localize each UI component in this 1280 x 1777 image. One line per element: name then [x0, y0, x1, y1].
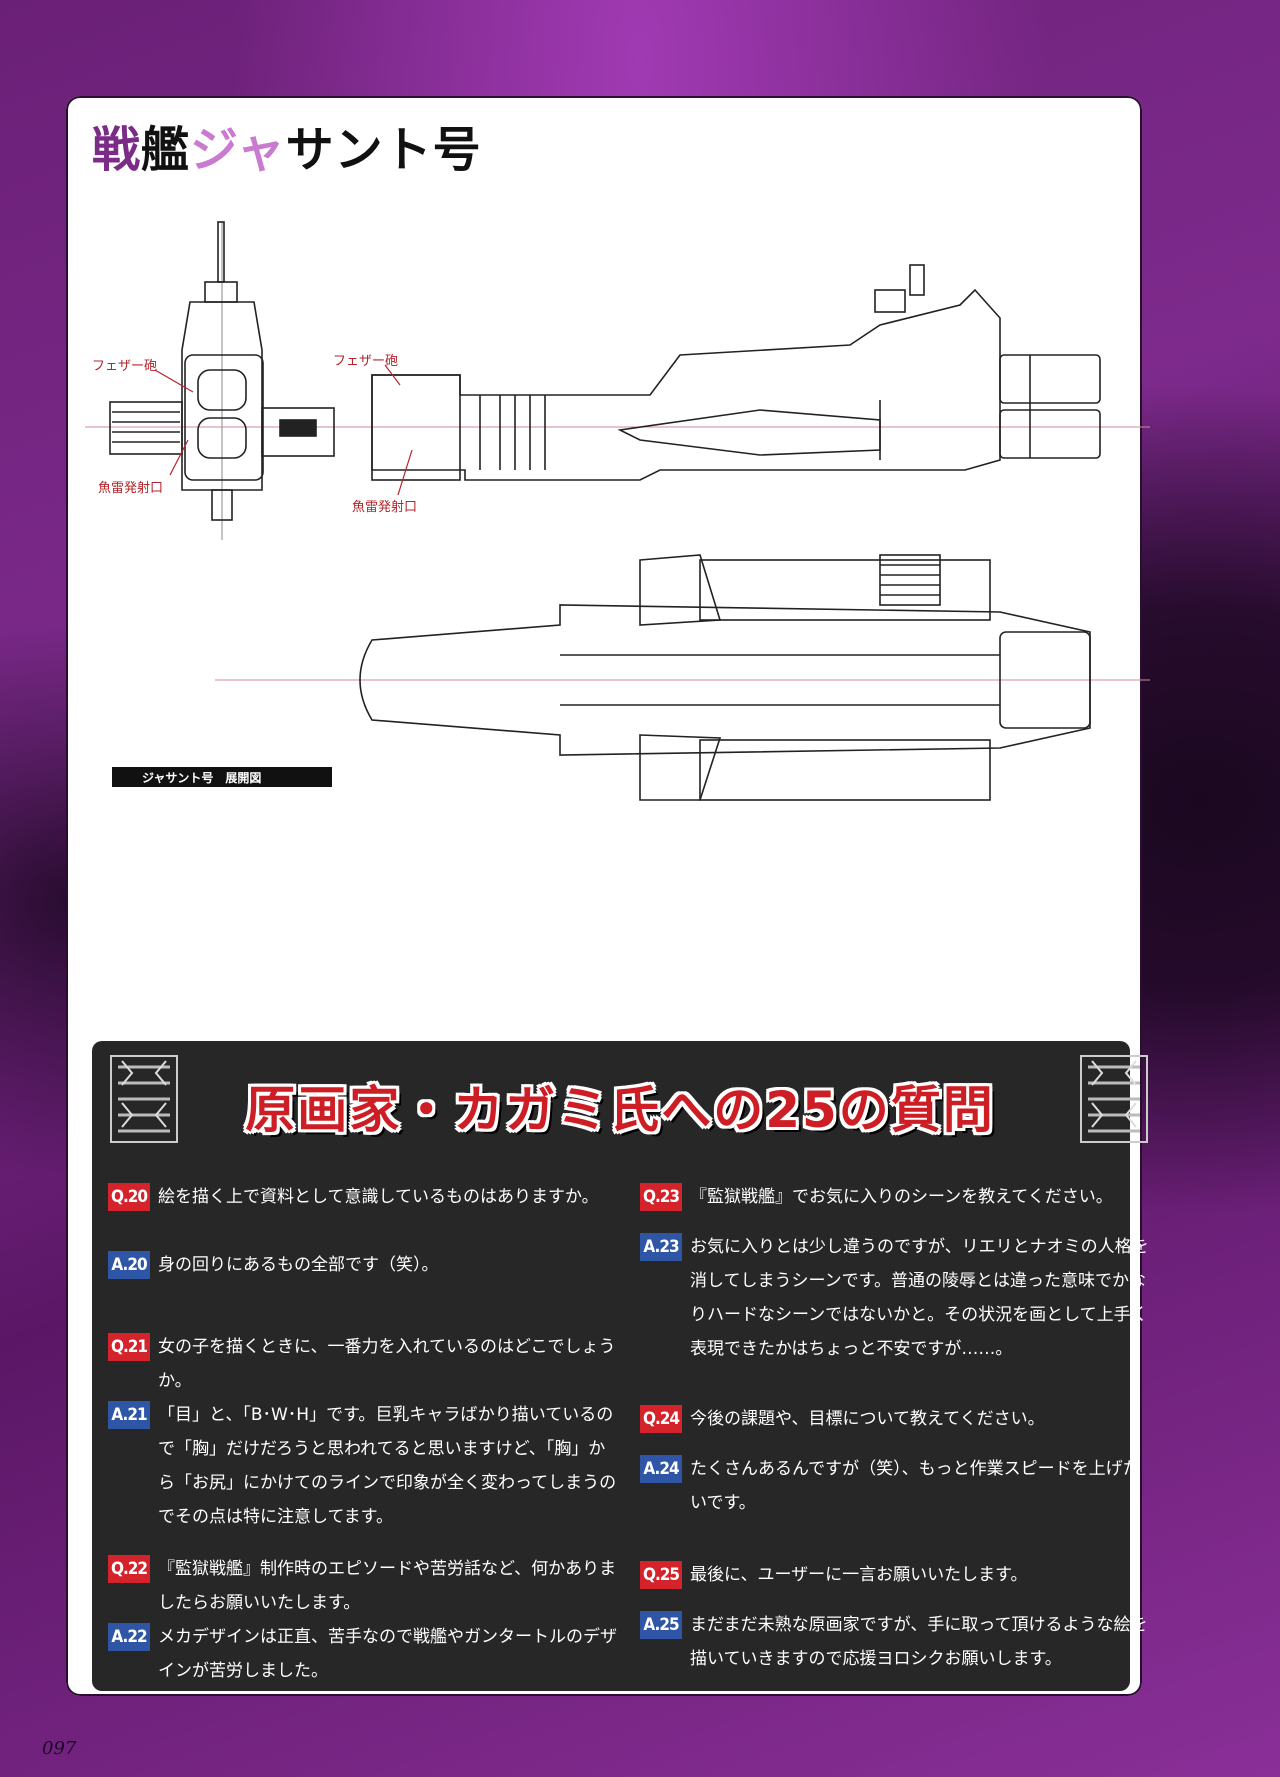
qa-item-q22: Q.22 『監獄戦艦』制作時のエピソードや苦労話など、何かありましたらお願いいた… — [108, 1552, 618, 1620]
page-title: 戦艦ジャサント号 — [92, 122, 482, 178]
question-text: 『監獄戦艦』でお気に入りのシーンを教えてください。 — [690, 1187, 1113, 1207]
qa-header: 原画家・カガミ氏への25の質問 — [245, 1081, 995, 1139]
qa-item-a20: A.20 身の回りにあるもの全部です（笑）。 — [108, 1248, 618, 1282]
callout-torpedo-front: 魚雷発射口 — [98, 481, 164, 496]
question-text: 『監獄戦艦』制作時のエピソードや苦労話など、何かありましたらお願いいたします。 — [158, 1559, 617, 1613]
question-text: 今後の課題や、目標について教えてください。 — [690, 1409, 1045, 1429]
question-badge: Q.23 — [640, 1183, 682, 1211]
diagram-caption: ジャサント号 展開図 — [112, 767, 332, 787]
qa-item-a24: A.24 たくさんあるんですが（笑）、もっと作業スピードを上げたいです。 — [640, 1452, 1150, 1520]
callout-torpedo-side: 魚雷発射口 — [352, 500, 418, 515]
qa-item-q24: Q.24 今後の課題や、目標について教えてください。 — [640, 1402, 1150, 1436]
side-view — [371, 264, 1101, 481]
answer-badge: A.23 — [640, 1233, 682, 1261]
question-badge: Q.22 — [108, 1555, 150, 1583]
answer-badge: A.22 — [108, 1623, 150, 1651]
question-text: 絵を描く上で資料として意識しているものはありますか。 — [158, 1187, 599, 1207]
answer-text: 身の回りにあるもの全部です（笑）。 — [158, 1255, 439, 1275]
page-number: 097 — [42, 1738, 77, 1759]
answer-text: お気に入りとは少し違うのですが、リエリとナオミの人格を消してしまうシーンです。普… — [690, 1237, 1149, 1359]
question-badge: Q.24 — [640, 1405, 682, 1433]
answer-text: たくさんあるんですが（笑）、もっと作業スピードを上げたいです。 — [690, 1459, 1140, 1513]
ornament-left-icon — [110, 1055, 178, 1143]
answer-text: 「目」と、「B･W･H」です。巨乳キャラばかり描いているので「胸」だけだろうと思… — [158, 1405, 617, 1527]
callout-feather-gun-side: フェザー砲 — [333, 354, 399, 369]
qa-item-a25: A.25 まだまだ未熟な原画家ですが、手に取って頂けるような絵を描いていきますの… — [640, 1608, 1150, 1676]
question-badge: Q.21 — [108, 1333, 150, 1361]
qa-item-a21: A.21 「目」と、「B･W･H」です。巨乳キャラばかり描いているので「胸」だけ… — [108, 1398, 618, 1534]
front-view — [109, 221, 335, 521]
question-badge: Q.20 — [108, 1183, 150, 1211]
answer-badge: A.24 — [640, 1455, 682, 1483]
qa-panel — [92, 1041, 1130, 1691]
answer-text: メカデザインは正直、苦手なので戦艦やガンタートルのデザインが苦労しました。 — [158, 1627, 617, 1681]
answer-badge: A.20 — [108, 1251, 150, 1279]
question-text: 最後に、ユーザーに一言お願いいたします。 — [690, 1565, 1028, 1585]
qa-item-q20: Q.20 絵を描く上で資料として意識しているものはありますか。 — [108, 1180, 618, 1214]
top-view — [359, 554, 1091, 801]
ornament-right-icon — [1080, 1055, 1148, 1143]
ship-blueprint — [85, 221, 1150, 801]
qa-item-a22: A.22 メカデザインは正直、苦手なので戦艦やガンタートルのデザインが苦労しまし… — [108, 1620, 618, 1688]
qa-item-q23: Q.23 『監獄戦艦』でお気に入りのシーンを教えてください。 — [640, 1180, 1150, 1214]
qa-item-q25: Q.25 最後に、ユーザーに一言お願いいたします。 — [640, 1558, 1150, 1592]
answer-text: まだまだ未熟な原画家ですが、手に取って頂けるような絵を描いていきますので応援ヨロ… — [690, 1615, 1148, 1669]
question-text: 女の子を描くときに、一番力を入れているのはどこでしょうか。 — [158, 1337, 616, 1391]
callout-feather-gun-front: フェザー砲 — [92, 359, 158, 374]
answer-badge: A.25 — [640, 1611, 682, 1639]
qa-item-q21: Q.21 女の子を描くときに、一番力を入れているのはどこでしょうか。 — [108, 1330, 618, 1398]
callout-leaders — [154, 364, 413, 496]
qa-item-a23: A.23 お気に入りとは少し違うのですが、リエリとナオミの人格を消してしまうシー… — [640, 1230, 1150, 1366]
answer-badge: A.21 — [108, 1401, 150, 1429]
question-badge: Q.25 — [640, 1561, 682, 1589]
